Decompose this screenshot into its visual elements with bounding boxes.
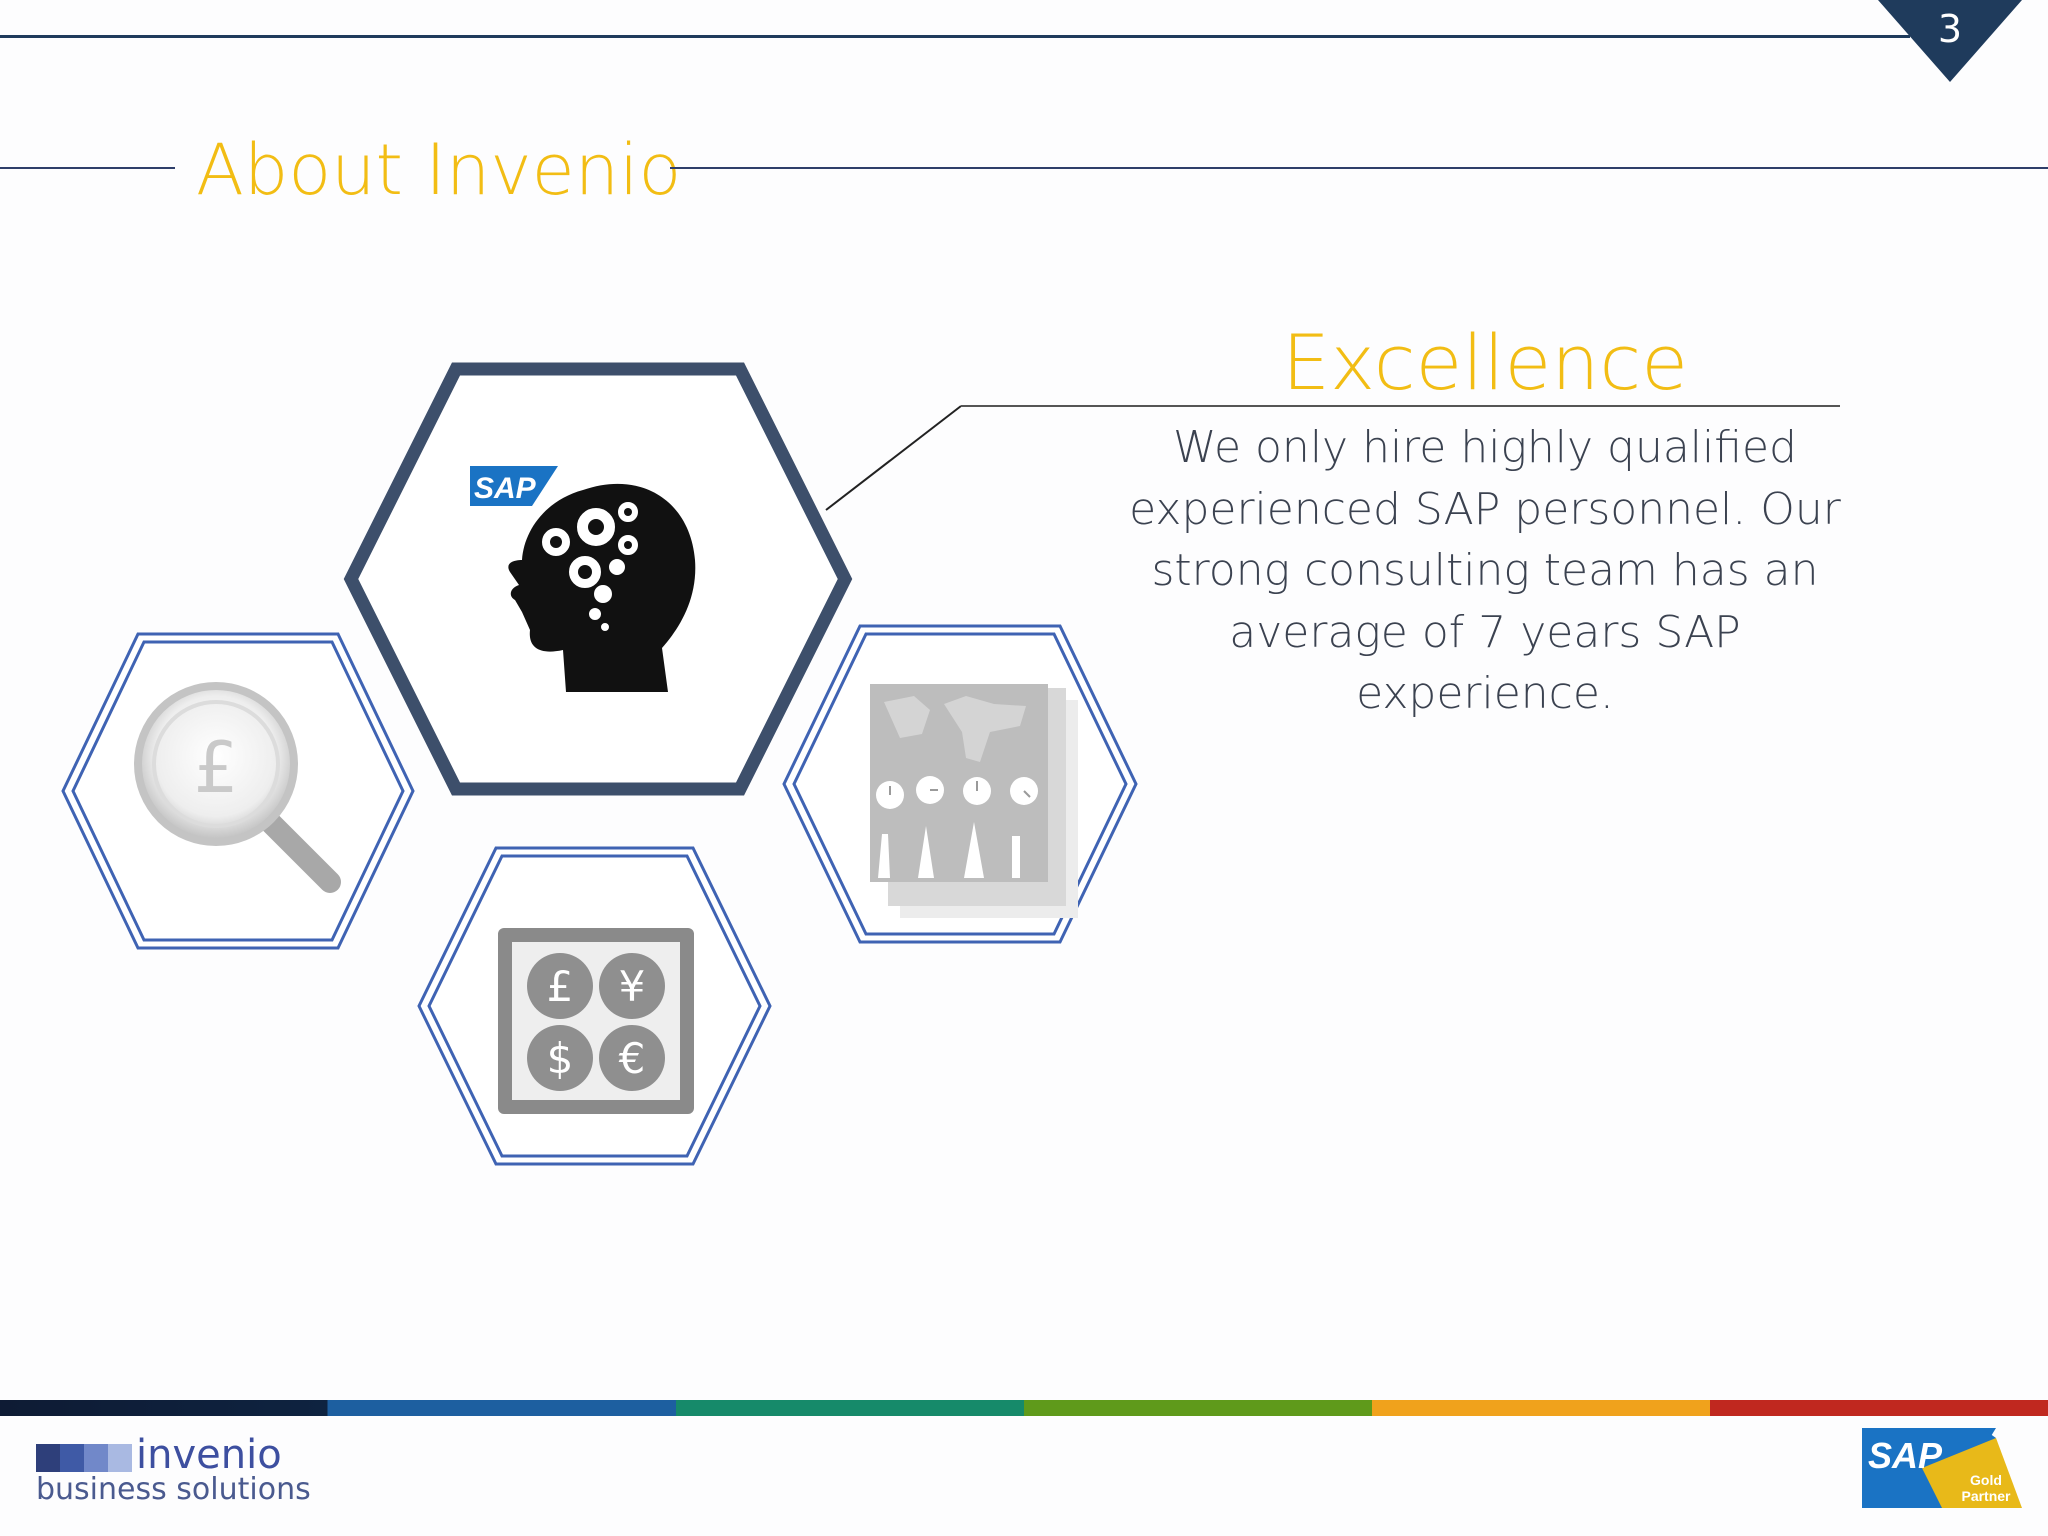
- hexagon-pound-search: £: [61, 632, 415, 950]
- hexagon-sap-brain: SAP: [343, 362, 853, 796]
- pound-magnifier-icon: £: [134, 682, 341, 893]
- partner-text: Partner: [1961, 1488, 2011, 1504]
- currency-grid-icon: £ ¥ $ €: [498, 928, 694, 1114]
- slide-title: About Invenio: [196, 129, 682, 211]
- invenio-wordmark: invenio: [136, 1432, 282, 1478]
- logo-square-1: [36, 1444, 60, 1472]
- connector-line: [825, 405, 1840, 511]
- logo-square-4: [108, 1444, 132, 1472]
- sap-tag-text: SAP: [474, 472, 537, 505]
- sap-brain-gears-icon: SAP: [470, 466, 696, 692]
- invenio-logo: invenio business solutions: [36, 1435, 336, 1514]
- title-rule-right: [670, 167, 2048, 169]
- world-map-clocks-landmarks-icon: [870, 684, 1078, 918]
- feature-description: We only hire highly qualified experience…: [1129, 422, 1841, 719]
- feature-heading: Excellence: [1282, 318, 1688, 407]
- gold-text: Gold: [1970, 1472, 2002, 1488]
- currency-yen: ¥: [619, 962, 646, 1011]
- page-number: 3: [1937, 7, 1963, 51]
- hexagon-currency: £ ¥ $ €: [417, 846, 772, 1166]
- logo-square-3: [84, 1444, 108, 1472]
- pound-symbol: £: [194, 727, 239, 809]
- currency-euro: €: [619, 1034, 646, 1083]
- top-rule: [0, 35, 1910, 38]
- logo-square-2: [60, 1444, 84, 1472]
- footer-color-strip: [0, 1400, 2048, 1416]
- currency-pound: £: [547, 962, 574, 1011]
- page-marker-triangle: [1878, 0, 2022, 82]
- invenio-tagline: business solutions: [36, 1472, 311, 1507]
- currency-dollar: $: [547, 1034, 574, 1083]
- sap-logo-text: SAP: [1868, 1435, 1943, 1476]
- title-rule-left: [0, 167, 175, 169]
- hexagon-world-time: [782, 624, 1138, 944]
- sap-gold-partner-logo: SAP Gold Partner: [1862, 1428, 2022, 1508]
